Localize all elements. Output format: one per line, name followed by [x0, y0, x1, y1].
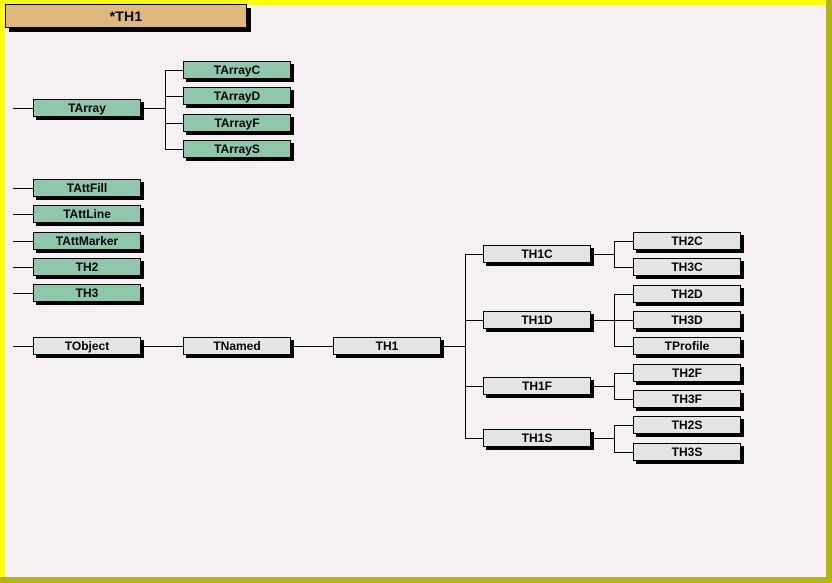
connector-th1c-trunk [614, 241, 615, 267]
class-node-tarrayf[interactable]: TArrayF [183, 114, 291, 132]
class-node-tarrays[interactable]: TArrayS [183, 140, 291, 158]
connector-th1c-to-th2c [614, 241, 633, 242]
connector-root-to-th3 [13, 293, 33, 294]
connector-th1s-trunk [614, 425, 615, 452]
connector-th1-stem [441, 346, 465, 347]
class-node-tattfill[interactable]: TAttFill [33, 179, 141, 197]
connector-th1d-to-tprofile [614, 346, 633, 347]
connector-th1s-to-th3s [614, 452, 633, 453]
connector-th1f-to-th3f [614, 399, 633, 400]
class-node-th1[interactable]: TH1 [333, 337, 441, 355]
class-node-th1d[interactable]: TH1D [483, 311, 591, 329]
connector-th1d-to-th2d [614, 294, 633, 295]
class-node-th3d[interactable]: TH3D [633, 311, 741, 329]
class-node-th3c[interactable]: TH3C [633, 258, 741, 276]
connector-root-to-tattmarker [13, 241, 33, 242]
connector-root-to-tobject [13, 346, 33, 347]
class-node-tobject[interactable]: TObject [33, 337, 141, 355]
connector-tarray-to-tarrays [165, 149, 183, 150]
connector-th1-trunk [465, 254, 466, 438]
class-node-th1f[interactable]: TH1F [483, 377, 591, 395]
connector-th1c-stem [591, 254, 614, 255]
class-node-th3[interactable]: TH3 [33, 284, 141, 302]
window-border-top [0, 0, 832, 5]
connector-th1-to-th1s [465, 438, 483, 439]
connector-tarray-trunk [165, 70, 166, 149]
connector-tarray-to-tarrayd [165, 96, 183, 97]
class-node-th2s[interactable]: TH2S [633, 416, 741, 434]
connector-th1s-to-th2s [614, 425, 633, 426]
connector-th1d-to-th3d [614, 320, 633, 321]
class-node-tattline[interactable]: TAttLine [33, 205, 141, 223]
class-node-th2[interactable]: TH2 [33, 258, 141, 276]
class-node-th2d[interactable]: TH2D [633, 285, 741, 303]
class-node-th2f[interactable]: TH2F [633, 364, 741, 382]
connector-th1-to-th1d [465, 320, 483, 321]
connector-th1f-to-th2f [614, 373, 633, 374]
class-node-th1s[interactable]: TH1S [483, 429, 591, 447]
class-node-th1c[interactable]: TH1C [483, 245, 591, 263]
connector-tarray-to-tarrayc [165, 70, 183, 71]
connector-th1d-stem [591, 320, 614, 321]
connector-tarray-stem [141, 108, 165, 109]
connector-root-to-tarray [13, 108, 33, 109]
class-node-tarrayd[interactable]: TArrayD [183, 87, 291, 105]
class-node-tarray[interactable]: TArray [33, 99, 141, 117]
window-border-left [0, 0, 5, 583]
connector-th1-to-th1c [465, 254, 483, 255]
connector-root-to-th2 [13, 267, 33, 268]
connector-tnamed-to-th1 [291, 346, 333, 347]
connector-th1f-stem [591, 386, 614, 387]
connector-tobject-to-tnamed [141, 346, 183, 347]
class-node-tprofile[interactable]: TProfile [633, 337, 741, 355]
connector-th1c-to-th3c [614, 267, 633, 268]
diagram-title-bar: *TH1 [5, 4, 247, 28]
class-node-tnamed[interactable]: TNamed [183, 337, 291, 355]
class-node-tattmarker[interactable]: TAttMarker [33, 232, 141, 250]
connector-tarray-to-tarrayf [165, 123, 183, 124]
class-node-th3s[interactable]: TH3S [633, 443, 741, 461]
class-node-tarrayc[interactable]: TArrayC [183, 61, 291, 79]
class-node-th2c[interactable]: TH2C [633, 232, 741, 250]
connector-root-to-tattline [13, 214, 33, 215]
connector-th1f-trunk [614, 373, 615, 399]
connector-th1-to-th1f [465, 386, 483, 387]
class-node-th3f[interactable]: TH3F [633, 390, 741, 408]
connector-th1s-stem [591, 438, 614, 439]
window-border-bottom [0, 577, 832, 583]
window-border-right [826, 0, 832, 583]
connector-root-to-tattfill [13, 188, 33, 189]
